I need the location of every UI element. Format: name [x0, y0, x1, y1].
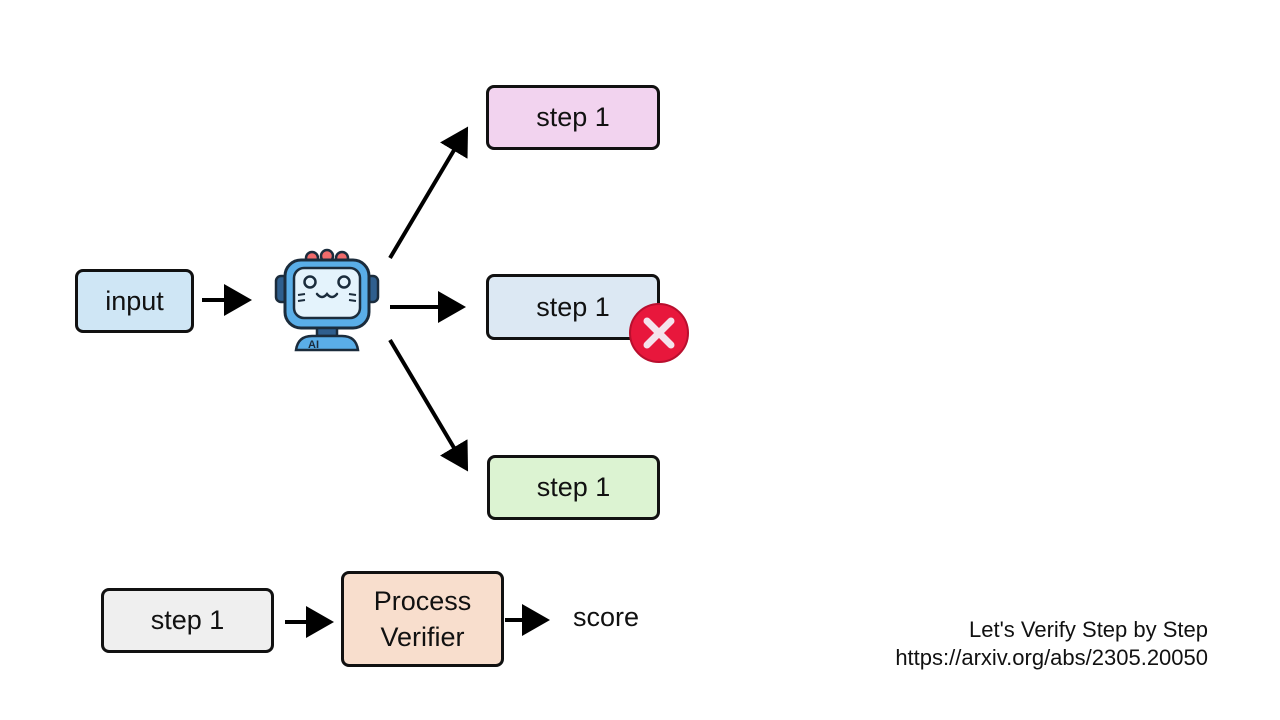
cross-circle-icon — [627, 301, 691, 370]
arrow-model-to-branch-top — [388, 126, 469, 260]
robot-ai-icon: AI — [272, 246, 382, 359]
citation-url[interactable]: https://arxiv.org/abs/2305.20050 — [895, 645, 1208, 670]
process-verifier-line1: Process — [373, 585, 472, 616]
process-verifier-line2: Verifier — [380, 622, 465, 652]
citation: Let's Verify Step by Step https://arxiv.… — [895, 616, 1208, 672]
branch-step-middle: step 1 — [486, 274, 660, 340]
arrow-model-to-branch-bottom — [388, 338, 469, 472]
verifier-input-step: step 1 — [101, 588, 274, 653]
process-verifier-node: Process Verifier — [341, 571, 504, 667]
citation-title: Let's Verify Step by Step — [968, 617, 1208, 642]
branch-step-top-label: step 1 — [536, 102, 610, 133]
branch-step-middle-label: step 1 — [536, 291, 610, 322]
branch-step-bottom-label: step 1 — [536, 472, 611, 503]
verifier-input-step-label: step 1 — [150, 605, 225, 636]
branch-step-bottom: step 1 — [487, 455, 660, 520]
model-badge: AI — [308, 339, 319, 351]
input-label: input — [105, 285, 164, 316]
input-node: input — [75, 269, 194, 333]
branch-step-top: step 1 — [486, 85, 660, 150]
score-label: score — [573, 602, 640, 632]
